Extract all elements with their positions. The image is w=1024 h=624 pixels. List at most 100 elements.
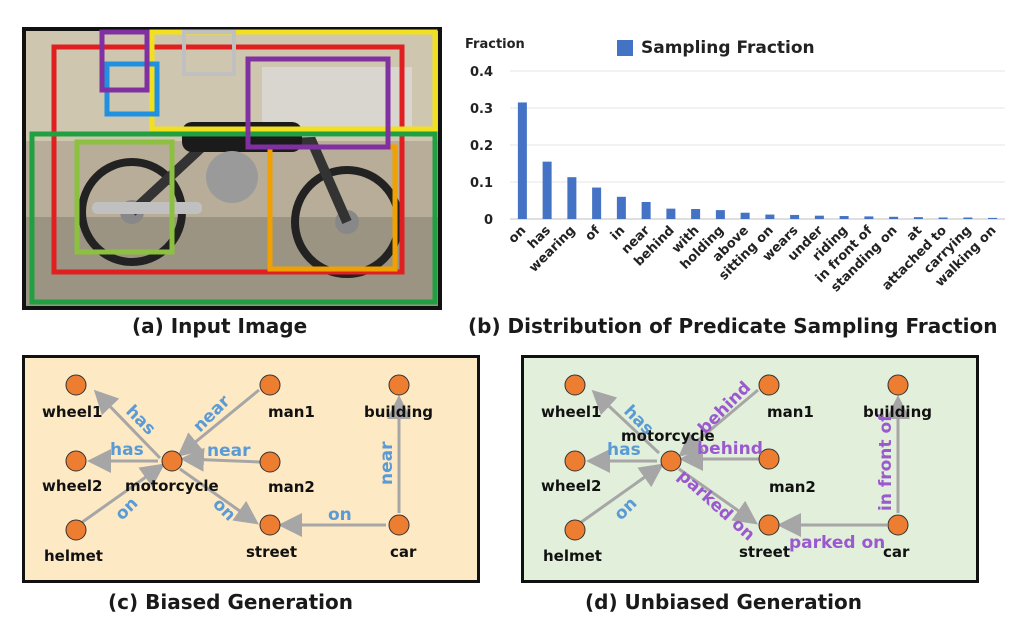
label-man1: man1 (767, 403, 814, 421)
bar-behind (666, 208, 676, 219)
edge-helmet-motorcycle (579, 463, 664, 525)
bar-sitting-on (765, 214, 775, 219)
legend-label: Sampling Fraction (641, 38, 815, 58)
label-street: street (739, 543, 790, 561)
bar-in (616, 196, 626, 219)
bbox-car (149, 29, 438, 132)
label-motorcycle: motorcycle (125, 477, 219, 495)
bbox-man1 (99, 29, 150, 93)
label-street: street (246, 543, 297, 561)
node-wheel1 (65, 374, 87, 396)
label-wheel1: wheel1 (42, 403, 102, 421)
label-wheel1: wheel1 (541, 403, 601, 421)
edge-man2-motorcycle (180, 447, 261, 472)
label-man1: man1 (268, 403, 315, 421)
node-motorcycle (161, 450, 183, 472)
bbox-building (182, 30, 236, 76)
node-helmet (65, 519, 87, 541)
graph-c-edges (80, 388, 411, 537)
node-car (887, 514, 909, 536)
bar-wears (790, 214, 800, 219)
chart-y-ticks: 0 0.1 0.2 0.3 0.4 (470, 65, 493, 228)
edge-label-car-street: parked on (789, 533, 885, 553)
bar-carrying (963, 217, 973, 219)
biased-scene-graph: wheel1 wheel2 helmet motorcycle man1 man… (22, 355, 480, 583)
edge-motorcycle-wheel1 (93, 389, 162, 460)
node-wheel2 (564, 450, 586, 472)
caption-a: (a) Input Image (132, 314, 308, 338)
bbox-street (29, 131, 438, 305)
label-man2: man2 (769, 478, 816, 496)
bar-standing-on (889, 216, 899, 219)
y-tick-label: 0.1 (470, 176, 493, 191)
bar-near (641, 201, 651, 219)
edge-motorcycle-wheel1 (591, 389, 661, 455)
label-wheel2: wheel2 (541, 477, 601, 495)
label-helmet: helmet (44, 547, 103, 565)
label-building: building (863, 403, 932, 421)
label-car: car (883, 543, 910, 561)
edge-helmet-motorcycle (80, 463, 165, 525)
bar-riding (839, 216, 849, 219)
node-car (388, 514, 410, 536)
y-tick-label: 0.2 (470, 139, 493, 154)
edge-label-man2: behind (697, 439, 763, 459)
bbox-motorcycle (51, 44, 405, 275)
bar-with (691, 209, 701, 219)
graph-d-edges (579, 388, 910, 537)
edge-motorcycle-street (179, 467, 259, 525)
edge-label-car-street: on (328, 505, 352, 525)
predicate-chart: Fraction Sampling Fraction 0 0.1 0.2 0.3 0.4… (465, 37, 1005, 296)
edge-label-man2: near (207, 441, 251, 461)
bar-above (740, 212, 750, 219)
label-motorcycle: motorcycle (621, 427, 715, 445)
chart-gridlines (510, 70, 1005, 220)
bar-has (542, 161, 552, 219)
caption-d: (d) Unbiased Generation (585, 590, 862, 614)
x-tick-label: of (583, 223, 604, 244)
bbox-man2 (245, 56, 391, 150)
edge-motorcycle-street (678, 467, 758, 525)
node-man1 (758, 374, 780, 396)
node-street (758, 514, 780, 536)
y-tick-label: 0 (484, 213, 493, 228)
input-image (22, 27, 442, 310)
label-wheel2: wheel2 (42, 477, 102, 495)
label-car: car (390, 543, 417, 561)
node-wheel1 (564, 374, 586, 396)
bbox-wheel1 (74, 139, 175, 255)
caption-c: (c) Biased Generation (108, 590, 353, 614)
graph-c-nodes (65, 374, 410, 541)
node-helmet (564, 519, 586, 541)
legend-swatch (617, 40, 633, 56)
node-wheel2 (65, 450, 87, 472)
street-surface (26, 217, 438, 306)
bar-of (592, 187, 602, 219)
edge-man1-motorcycle (177, 388, 260, 457)
node-street (259, 514, 281, 536)
y-axis-label: Fraction (465, 37, 525, 52)
y-tick-label: 0.3 (470, 102, 493, 117)
node-motorcycle (660, 450, 682, 472)
node-man1 (259, 374, 281, 396)
bar-on (517, 102, 527, 219)
bar-under (814, 215, 824, 219)
y-tick-label: 0.4 (470, 65, 493, 80)
edge-label-car-building: near (377, 441, 397, 485)
label-helmet: helmet (543, 547, 602, 565)
graph-d-nodes (564, 374, 909, 541)
bar-in-front-of (864, 216, 874, 219)
graph-d-node-labels: wheel1 wheel2 helmet motorcycle man1 man… (541, 403, 932, 565)
bar-attached-to (938, 217, 948, 219)
caption-b: (b) Distribution of Predicate Sampling F… (468, 314, 998, 338)
edge-man1-motorcycle (678, 388, 759, 457)
label-man2: man2 (268, 478, 315, 496)
edge-label-car-building: in front of (876, 414, 896, 511)
graph-c-node-labels: wheel1 wheel2 helmet motorcycle man1 man… (42, 403, 433, 565)
node-building (887, 374, 909, 396)
bar-wearing (567, 177, 577, 219)
node-man2 (259, 451, 281, 473)
bar-holding (715, 210, 725, 219)
chart-bars (517, 102, 998, 219)
